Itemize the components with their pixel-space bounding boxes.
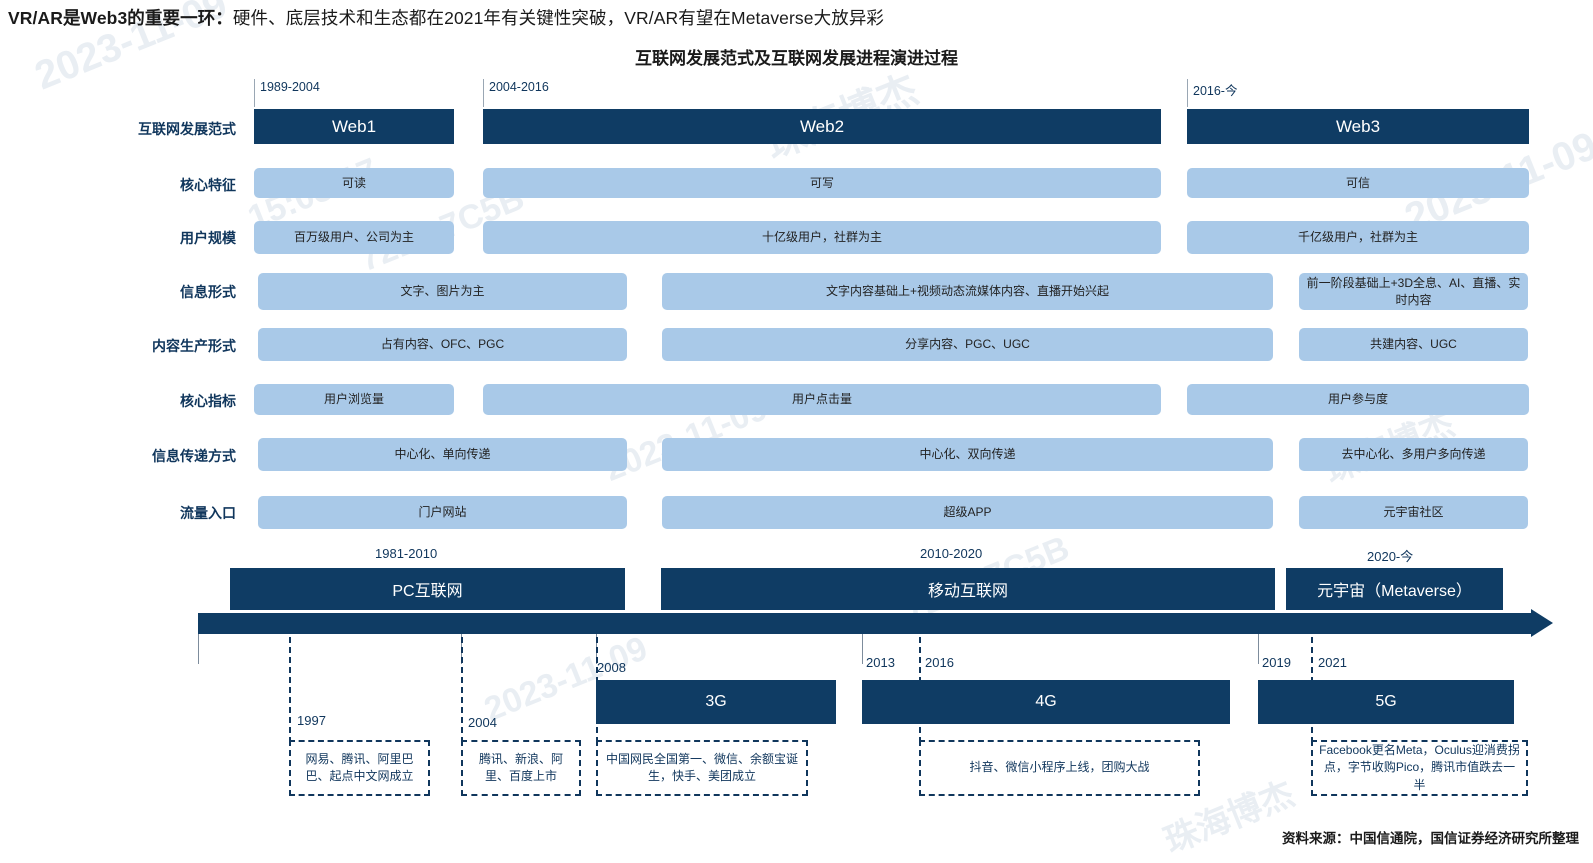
era-period-3: 2020-今 <box>1367 549 1414 564</box>
cell-production-web3[interactable]: 共建内容、UGC <box>1299 328 1528 361</box>
cell-feature-web1[interactable]: 可读 <box>254 168 454 198</box>
row-label-userscale: 用户规模 <box>180 230 236 246</box>
cell-transfer-web1[interactable]: 中心化、单向传递 <box>258 438 627 471</box>
phase-bar-web1[interactable]: Web1 <box>254 109 454 144</box>
headline-bold: VR/AR是Web3的重要一环： <box>8 8 233 28</box>
cell-infoform-web1[interactable]: 文字、图片为主 <box>258 273 627 310</box>
phase-period-2: 2004-2016 <box>489 80 549 94</box>
milestone-box-2004[interactable]: 腾讯、新浪、阿里、百度上市 <box>461 740 581 796</box>
era-bar-pc[interactable]: PC互联网 <box>230 568 625 610</box>
phase-period-3: 2016-今 <box>1193 84 1238 98</box>
phase-tick-2 <box>483 79 484 107</box>
cell-metric-web3[interactable]: 用户参与度 <box>1187 384 1529 415</box>
cell-feature-web2[interactable]: 可写 <box>483 168 1161 198</box>
cell-transfer-web3[interactable]: 去中心化、多用户多向传递 <box>1299 438 1528 471</box>
row-label-paradigm: 互联网发展范式 <box>138 121 236 137</box>
network-bar-5g[interactable]: 5G <box>1258 680 1514 724</box>
row-label-metric: 核心指标 <box>180 393 236 409</box>
cell-production-web2[interactable]: 分享内容、PGC、UGC <box>662 328 1273 361</box>
page-headline: VR/AR是Web3的重要一环：硬件、底层技术和生态都在2021年有关键性突破，… <box>8 5 884 30</box>
era-bar-metaverse[interactable]: 元宇宙（Metaverse） <box>1286 568 1503 610</box>
cell-production-web1[interactable]: 占有内容、OFC、PGC <box>258 328 627 361</box>
cell-entry-web1[interactable]: 门户网站 <box>258 496 627 529</box>
milestone-year-1997: 1997 <box>297 713 326 728</box>
era-period-1: 1981-2010 <box>375 546 438 561</box>
milestone-box-2008[interactable]: 中国网民全国第一、微信、余额宝诞生，快手、美团成立 <box>596 740 808 796</box>
network-year-5g: 2019 <box>1262 655 1291 670</box>
phase-tick-1 <box>254 79 255 107</box>
milestone-box-2016[interactable]: 抖音、微信小程序上线，团购大战 <box>919 740 1200 796</box>
network-bar-3g[interactable]: 3G <box>596 680 836 724</box>
cell-userscale-web3[interactable]: 千亿级用户，社群为主 <box>1187 221 1529 254</box>
era-period-2: 2010-2020 <box>920 546 983 561</box>
cell-entry-web2[interactable]: 超级APP <box>662 496 1273 529</box>
timeline-arrow-icon <box>1531 609 1553 637</box>
phase-tick-3 <box>1187 79 1188 107</box>
chart-title: 互联网发展范式及互联网发展进程演进过程 <box>635 49 958 68</box>
cell-userscale-web2[interactable]: 十亿级用户，社群为主 <box>483 221 1161 254</box>
network-year-4g: 2013 <box>866 655 895 670</box>
cell-entry-web3[interactable]: 元宇宙社区 <box>1299 496 1528 529</box>
timeline-axis <box>198 613 1532 634</box>
axis-tick <box>198 634 199 664</box>
cell-metric-web2[interactable]: 用户点击量 <box>483 384 1161 415</box>
milestone-connector-2004 <box>461 617 463 743</box>
phase-period-1: 1989-2004 <box>260 80 320 94</box>
row-label-transfer: 信息传递方式 <box>152 448 236 464</box>
network-bar-4g[interactable]: 4G <box>862 680 1230 724</box>
network-year-3g: 2008 <box>597 660 626 675</box>
cell-infoform-web2[interactable]: 文字内容基础上+视频动态流媒体内容、直播开始兴起 <box>662 273 1273 310</box>
axis-tick <box>1258 634 1259 664</box>
axis-tick <box>862 634 863 664</box>
row-label-production: 内容生产形式 <box>152 338 236 354</box>
row-label-entry: 流量入口 <box>180 505 236 521</box>
row-label-infoform: 信息形式 <box>180 284 236 300</box>
cell-infoform-web3[interactable]: 前一阶段基础上+3D全息、AI、直播、实时内容 <box>1299 273 1528 310</box>
headline-rest: 硬件、底层技术和生态都在2021年有关键性突破，VR/AR有望在Metavers… <box>232 8 885 28</box>
cell-transfer-web2[interactable]: 中心化、双向传递 <box>662 438 1273 471</box>
era-bar-mobile[interactable]: 移动互联网 <box>661 568 1275 610</box>
phase-bar-web3[interactable]: Web3 <box>1187 109 1529 144</box>
source-note: 资料来源：中国信通院，国信证券经济研究所整理 <box>1282 831 1579 846</box>
milestone-year-2016: 2016 <box>925 655 954 670</box>
milestone-connector-1997 <box>289 617 291 743</box>
row-label-feature: 核心特征 <box>180 177 236 193</box>
cell-metric-web1[interactable]: 用户浏览量 <box>254 384 454 415</box>
phase-bar-web2[interactable]: Web2 <box>483 109 1161 144</box>
milestone-year-2004: 2004 <box>468 715 497 730</box>
milestone-year-2021: 2021 <box>1318 655 1347 670</box>
milestone-box-2021[interactable]: Facebook更名Meta，Oculus迎消费拐点，字节收购Pico，腾讯市值… <box>1311 740 1528 796</box>
cell-feature-web3[interactable]: 可信 <box>1187 168 1529 198</box>
milestone-box-1997[interactable]: 网易、腾讯、阿里巴巴、起点中文网成立 <box>289 740 430 796</box>
cell-userscale-web1[interactable]: 百万级用户、公司为主 <box>254 221 454 254</box>
